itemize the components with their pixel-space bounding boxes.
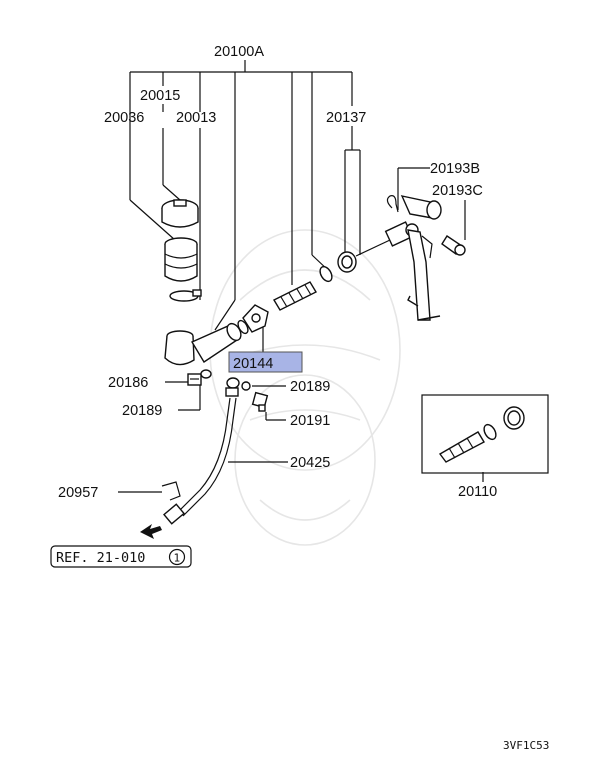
snap-ring — [319, 265, 333, 283]
reservoir-cap — [161, 199, 199, 228]
repair-kit-inset — [421, 394, 549, 474]
bleeder-screw — [251, 391, 269, 412]
bolt-20186 — [187, 373, 202, 386]
highlight-20144 — [228, 351, 303, 373]
label-20193b: 20193B — [430, 161, 480, 177]
reference-text: REF. 21-010 — [56, 550, 145, 566]
hose-union — [225, 377, 240, 397]
label-20137: 20137 — [326, 110, 366, 126]
piston-cup — [337, 251, 357, 273]
label-20425: 20425 — [290, 455, 330, 471]
clutch-pedal — [400, 195, 442, 321]
reference-circle-icon — [168, 548, 186, 566]
diagram-code: 3VF1C53 — [503, 739, 549, 752]
push-rod-boot — [273, 281, 317, 311]
flange-gasket — [242, 304, 269, 333]
reference-number: 1 — [174, 552, 181, 565]
label-20189-left: 20189 — [122, 403, 162, 419]
hydraulic-hose — [163, 397, 237, 525]
watermark-emblem — [209, 229, 401, 546]
cotter-pin — [386, 195, 399, 213]
label-20013: 20013 — [176, 110, 216, 126]
hose-clip — [161, 481, 181, 501]
reservoir-body — [164, 237, 198, 282]
label-20110: 20110 — [458, 484, 497, 500]
clevis-pin — [441, 235, 466, 256]
label-20193c: 20193C — [432, 183, 483, 199]
master-cylinder — [164, 319, 249, 366]
hose-clamp — [169, 289, 202, 302]
direction-arrow-icon — [140, 524, 162, 539]
clevis-rod — [355, 221, 419, 257]
label-20015: 20015 — [140, 88, 180, 104]
label-20036: 20036 — [104, 110, 144, 126]
leader-lines — [118, 60, 484, 493]
label-20144: 20144 — [233, 356, 273, 372]
washer-right — [241, 381, 251, 391]
reference-box[interactable]: REF. 21-010 1 — [50, 545, 192, 568]
label-20189-right: 20189 — [290, 379, 330, 395]
label-20191: 20191 — [290, 413, 330, 429]
label-20957: 20957 — [58, 485, 98, 501]
washer-left — [200, 369, 212, 379]
label-20100a: 20100A — [214, 44, 264, 60]
label-20186: 20186 — [108, 375, 148, 391]
